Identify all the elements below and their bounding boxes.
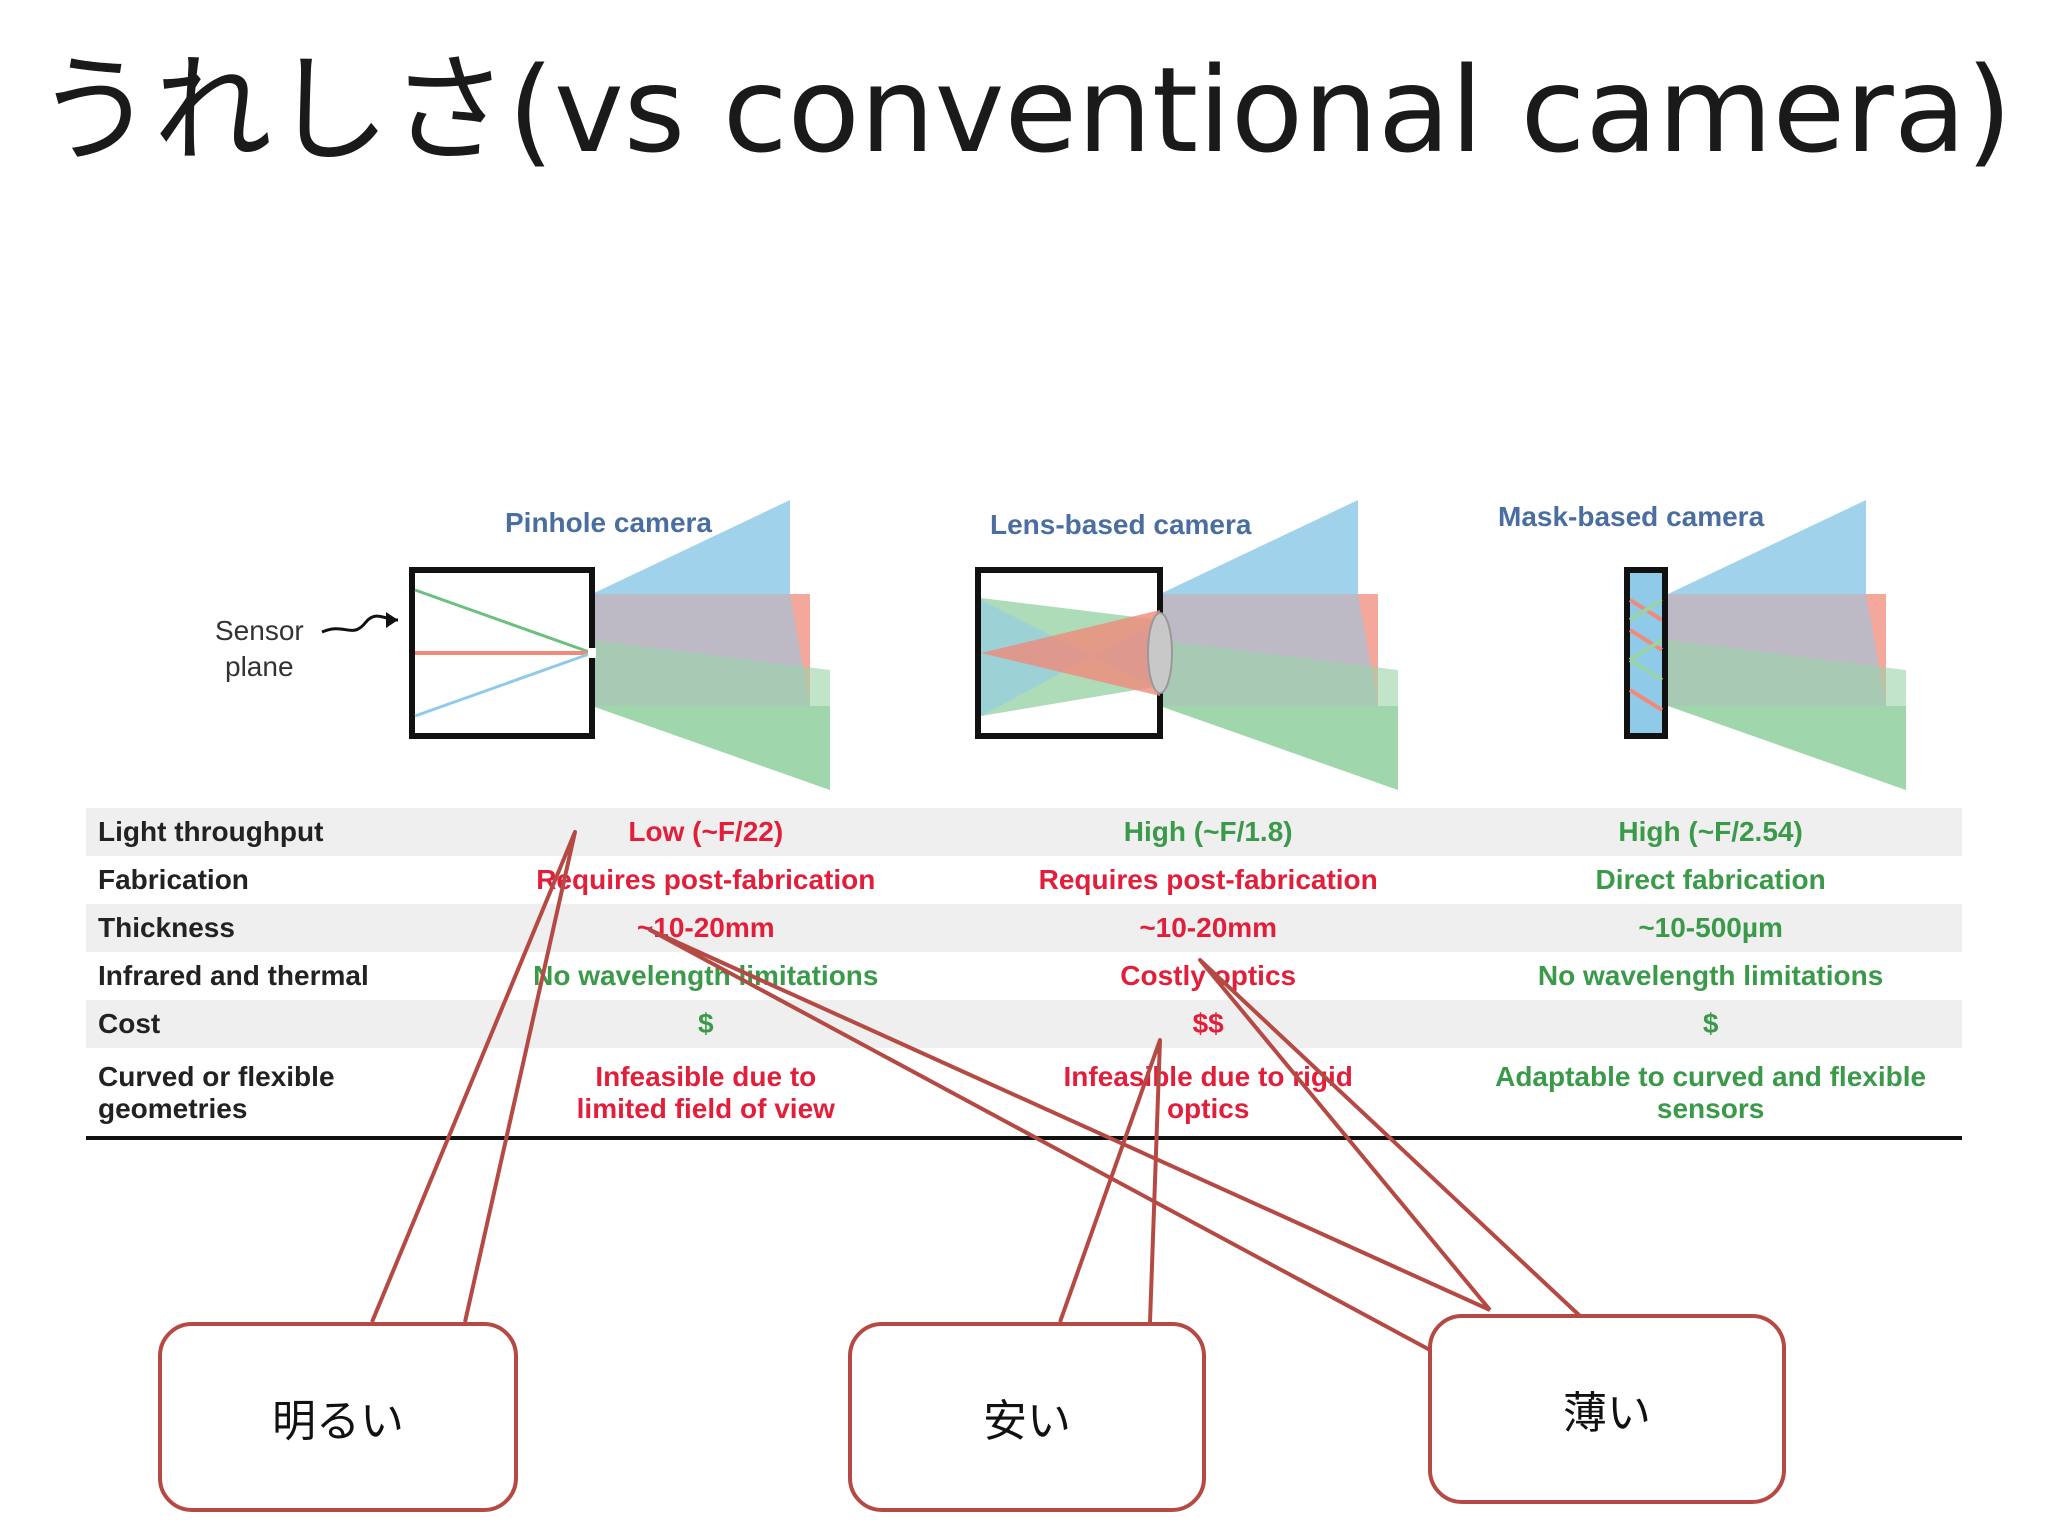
table-row: Thickness ~10-20mm ~10-20mm ~10-500µm [86,904,1962,952]
callout-cheap-label: 安い [983,1396,1071,1447]
table-row: Cost $ $$ $ [86,1000,1962,1048]
row-header-thickness: Thickness [86,904,455,952]
pinhole-thickness: ~10-20mm [454,904,958,952]
row-header-curved-line1: Curved or flexible [98,1061,335,1092]
pinhole-curved-line2: limited field of view [576,1093,835,1124]
mask-curved-line2: sensors [1656,1093,1765,1124]
pinhole-cost: $ [454,1000,958,1048]
callout-bright-label: 明るい [272,1396,404,1447]
row-header-infrared: Infrared and thermal [98,960,369,991]
lens-thickness: ~10-20mm [957,904,1460,952]
row-header-fabrication: Fabrication [98,864,249,895]
table-bottom-rule [86,1136,1962,1140]
callout-bright: 明るい [158,1322,518,1512]
pinhole-camera-diagram [409,500,830,790]
callout-thin-label: 薄い [1563,1388,1651,1439]
mask-curved-line1: Adaptable to curved and flexible [1495,1061,1927,1092]
lens-infrared: Costly optics [1120,960,1297,991]
mask-camera-diagram [1624,500,1906,790]
pinhole-curved-line1: Infeasible due to [595,1061,817,1092]
sensor-plane-label-line1: Sensor [215,615,304,646]
lens-curved-line2: optics [1166,1093,1250,1124]
lens-fabrication: Requires post-fabrication [1038,864,1378,895]
mask-camera-label: Mask-based camera [1498,501,1765,532]
mask-thickness: ~10-500µm [1459,904,1962,952]
mask-infrared: No wavelength limitations [1537,960,1884,991]
pinhole-light-throughput: Low (~F/22) [454,808,958,856]
lens-camera-diagram [975,500,1398,790]
table-row: Infrared and thermal No wavelength limit… [86,952,1962,1000]
lens-cost: $$ [957,1000,1460,1048]
pinhole-camera-label: Pinhole camera [505,507,712,538]
mask-cost: $ [1459,1000,1962,1048]
row-header-cost: Cost [86,1000,455,1048]
lens-camera-label: Lens-based camera [990,509,1252,540]
callout-cheap: 安い [848,1322,1206,1512]
mask-light-throughput: High (~F/2.54) [1459,808,1962,856]
slide-title: うれしさ(vs conventional camera) [35,41,2013,179]
lens-curved-line1: Infeasible due to rigid [1063,1061,1353,1092]
pinhole-infrared: No wavelength limitations [533,960,879,991]
sensor-plane-label-line2: plane [225,651,294,682]
table-row: Light throughput Low (~F/22) High (~F/1.… [86,808,1962,856]
lens-light-throughput: High (~F/1.8) [957,808,1460,856]
comparison-table: Light throughput Low (~F/22) High (~F/1.… [86,808,1962,1138]
mask-fabrication: Direct fabrication [1595,864,1826,895]
pinhole-fabrication: Requires post-fabrication [536,864,876,895]
row-header-light-throughput: Light throughput [86,808,455,856]
table-row: Fabrication Requires post-fabrication Re… [86,856,1962,904]
row-header-curved-line2: geometries [98,1093,248,1124]
callout-thin: 薄い [1428,1314,1786,1504]
